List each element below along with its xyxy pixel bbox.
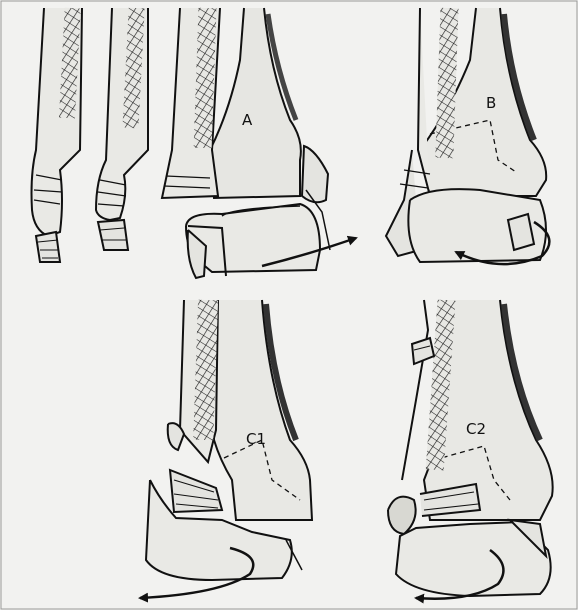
label-b: B bbox=[486, 94, 496, 112]
ankle-sketch-c1 bbox=[146, 300, 312, 580]
ankle-sketch-c2 bbox=[388, 300, 553, 596]
ankle-sketch-b bbox=[386, 8, 546, 262]
fibula-sketch-1 bbox=[32, 8, 83, 262]
label-c1: C1 bbox=[246, 430, 266, 448]
label-a: A bbox=[242, 111, 253, 129]
ankle-sketch-a bbox=[162, 8, 330, 278]
label-c2: C2 bbox=[466, 420, 486, 438]
fibula-sketch-2 bbox=[96, 8, 148, 250]
